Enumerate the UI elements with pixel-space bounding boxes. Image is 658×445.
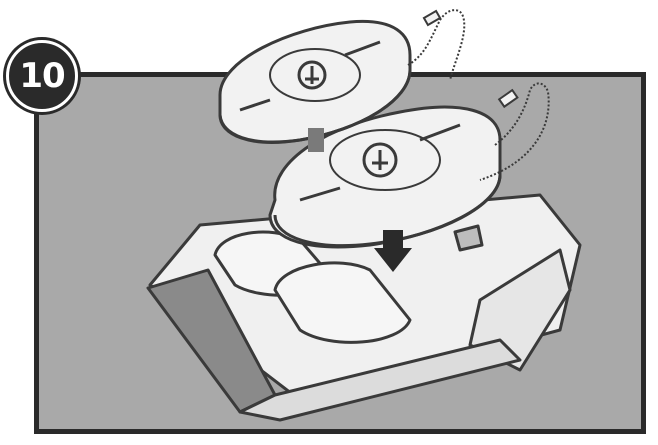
step-number-badge: 10 [6, 40, 78, 112]
step-number: 10 [19, 56, 64, 96]
